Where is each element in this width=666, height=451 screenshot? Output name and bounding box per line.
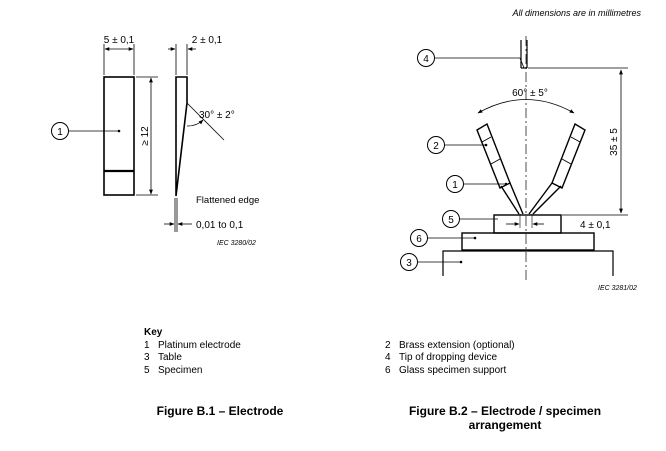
left-brass-extension — [476, 122, 511, 189]
figure-b2-caption: Figure B.2 – Electrode / specimen arrang… — [370, 404, 640, 432]
figure-b2-arrangement: 4 35 ± 5 60° ± 5° 2 1 — [400, 36, 637, 292]
key-title: Key — [144, 327, 163, 338]
spread-angle-arc — [477, 99, 575, 114]
balloon-4-label: 4 — [423, 54, 429, 65]
figure-b1-electrode: 5 ± 0,1 ≥ 12 1 2 ± 0,1 30° ± 2° Flattene… — [51, 35, 259, 247]
width-dimension-label: 5 ± 0,1 — [104, 35, 135, 46]
angle-arc — [186, 119, 204, 127]
length-dimension-label: ≥ 12 — [140, 126, 151, 146]
balloon-4 — [417, 49, 435, 67]
figure-b2-caption-line2: arrangement — [468, 418, 542, 432]
dimensions-note: All dimensions are in millimetres — [511, 8, 641, 18]
spacing-dimension-label: 4 ± 0,1 — [580, 220, 611, 231]
electrode-front-view — [103, 76, 135, 196]
flattened-edge-label: Flattened edge — [196, 195, 259, 206]
balloon-6-label: 6 — [416, 234, 422, 245]
balloon-3-label: 3 — [406, 258, 412, 269]
balloon-5-label: 5 — [448, 215, 454, 226]
balloon-1-b2-label: 1 — [452, 180, 458, 191]
spread-angle-label: 60° ± 5° — [512, 88, 548, 99]
balloon-2-label: 2 — [433, 141, 439, 152]
electrode-side-view — [175, 76, 188, 197]
figure-b2-caption-line1: Figure B.2 – Electrode / specimen — [408, 404, 602, 418]
right-electrode — [532, 185, 562, 215]
balloon-5 — [442, 210, 460, 228]
balloon-1-label: 1 — [57, 127, 63, 138]
balloon-2 — [427, 136, 445, 154]
balloon-3 — [400, 253, 418, 271]
right-brass-extension — [551, 122, 586, 189]
balloon-6 — [410, 229, 428, 247]
table — [442, 250, 614, 276]
figure-b2-ref: IEC 3281/02 — [598, 285, 637, 292]
balloon-1 — [51, 122, 69, 140]
height-dimension-label: 35 ± 5 — [609, 128, 620, 156]
angle-label: 30° ± 2° — [199, 110, 235, 121]
glass-specimen-support — [461, 232, 595, 251]
thickness-dimension-label: 2 ± 0,1 — [192, 35, 223, 46]
tip-dimension-label: 0,01 to 0,1 — [196, 220, 244, 231]
figure-b1-caption: Figure B.1 – Electrode — [156, 404, 284, 418]
left-electrode — [509, 182, 524, 215]
balloon-1-b2 — [446, 175, 464, 193]
specimen — [493, 214, 562, 234]
figure-b1-ref: IEC 3280/02 — [217, 240, 256, 247]
